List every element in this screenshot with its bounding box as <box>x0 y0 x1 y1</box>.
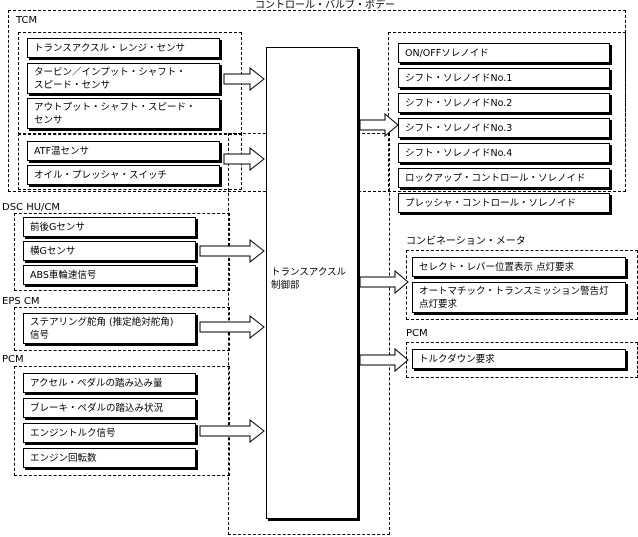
arrow-right-icon <box>223 66 265 92</box>
solenoid-item: シフト・ソレノイドNo.2 <box>398 93 610 113</box>
meter-label: コンビネーション・メータ <box>406 236 526 247</box>
meter-output-item: オートマチック・トランスミッション警告灯 点灯要求 <box>412 282 626 313</box>
pcm-output-label: PCM <box>406 328 428 339</box>
tcm-input-item: トランスアクスル・レンジ・センサ <box>27 38 220 58</box>
pcm-output-item: トルクダウン要求 <box>412 349 626 369</box>
dsc-input-item: 横Gセンサ <box>23 241 196 261</box>
dsc-input-item: ABS車輪速信号 <box>23 265 196 285</box>
pcm-input-group <box>14 366 230 476</box>
solenoid-item: シフト・ソレノイドNo.1 <box>398 68 610 88</box>
controller-label: トランスアクスル 制御部 <box>271 267 347 291</box>
arrow-right-icon <box>359 347 409 373</box>
dsc-label: DSC HU/CM <box>2 202 61 213</box>
pcm-input-item: アクセル・ペダルの踏み込み量 <box>23 373 196 393</box>
pcm-input-item: エンジン回転数 <box>23 448 196 468</box>
solenoid-item: プレッシャ・コントロール・ソレノイド <box>398 193 610 213</box>
pcm-input-label: PCM <box>2 354 24 365</box>
valve-body-title: コントロール・バルブ・ボデー <box>255 0 395 11</box>
solenoid-item: ON/OFFソレノイド <box>398 43 610 63</box>
tcm-label: TCM <box>16 15 38 26</box>
tcm-input-item: タービン／インプット・シャフト・ スピード・センサ <box>27 63 220 94</box>
solenoid-item: シフト・ソレノイドNo.4 <box>398 143 610 163</box>
tcm-input-item: アウトプット・シャフト・スピード・ センサ <box>27 98 220 129</box>
eps-input-item: ステアリング舵角 (推定絶対舵角) 信号 <box>23 313 196 344</box>
pcm-input-item: エンジントルク信号 <box>23 423 196 443</box>
arrow-right-icon <box>359 112 399 138</box>
arrow-right-icon <box>199 418 265 444</box>
arrow-right-icon <box>199 314 265 340</box>
solenoid-item: シフト・ソレノイドNo.3 <box>398 118 610 138</box>
tcm-input-item: オイル・プレッシャ・スイッチ <box>27 165 220 185</box>
valve-body-group <box>388 32 626 192</box>
meter-output-item: セレクト・レバー位置表示 点灯要求 <box>412 257 626 277</box>
transaxle-controller: トランスアクスル 制御部 <box>266 47 358 519</box>
pcm-input-item: ブレーキ・ペダルの踏込み状況 <box>23 398 196 418</box>
tcm-input-item: ATF温センサ <box>27 141 220 161</box>
solenoid-item: ロックアップ・コントロール・ソレノイド <box>398 168 610 188</box>
eps-label: EPS CM <box>2 296 40 307</box>
arrow-right-icon <box>359 269 409 295</box>
dsc-input-item: 前後Gセンサ <box>23 217 196 237</box>
arrow-right-icon <box>223 146 265 172</box>
arrow-right-icon <box>199 238 265 264</box>
